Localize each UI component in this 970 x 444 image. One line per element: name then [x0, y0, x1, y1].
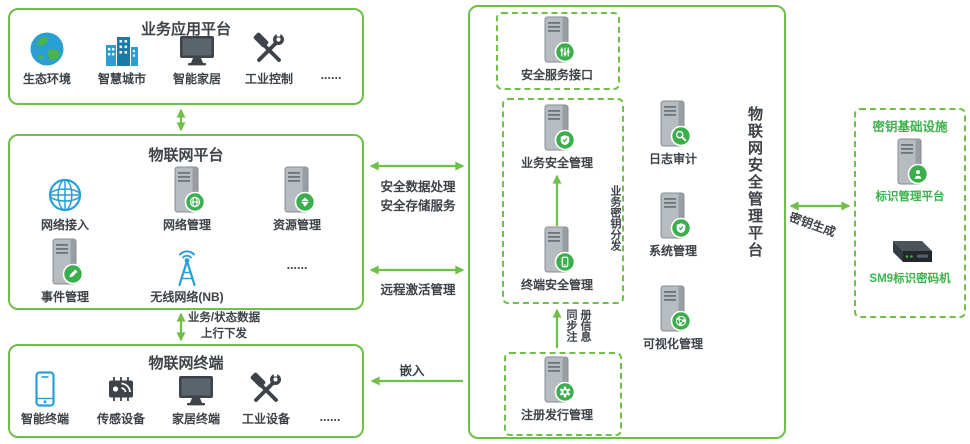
- business-platform-title: 业务应用平台: [140, 21, 231, 38]
- item-label: 网络管理: [162, 218, 211, 232]
- antenna-nb-icon: [178, 250, 196, 286]
- label-secure-data-line1: 安全数据处理: [380, 180, 456, 194]
- item-sensor-device: 传感设备: [79, 370, 163, 427]
- eco-globe-icon: [30, 32, 64, 66]
- item-network-management: 网络管理: [145, 166, 229, 233]
- label-secure-data: 安全数据处理 安全存储服务: [368, 178, 468, 217]
- server-resource-icon: [284, 166, 316, 213]
- server-event-icon: [52, 238, 84, 285]
- item-smart-home: 智能家居: [155, 30, 239, 87]
- security-platform-vertical-title: 物联网安全管理平台: [746, 106, 763, 259]
- item-wireless-network-nb: 无线网络(NB): [145, 248, 229, 305]
- item-label: SM9标识密码机: [869, 273, 951, 285]
- item-label: 资源管理: [272, 218, 321, 232]
- industrial-equipment-icon: [250, 372, 281, 402]
- city-buildings-icon: [106, 37, 138, 66]
- server-register-icon: [544, 356, 576, 403]
- item-service-interface: 安全服务接口: [515, 16, 599, 83]
- industrial-tools-icon: [253, 32, 284, 62]
- item-smart-city: 智慧城市: [80, 30, 164, 87]
- item-label: 终端安全管理: [520, 278, 593, 292]
- item-label: 智能家居: [172, 72, 221, 86]
- sensor-chip-icon: [109, 377, 133, 401]
- label-app-more: ......: [320, 68, 342, 82]
- smart-home-tv-icon: [180, 36, 214, 66]
- security-platform-box: [468, 5, 786, 439]
- item-network-access: 网络接入: [23, 176, 107, 233]
- label-terminal-more: ......: [319, 410, 341, 424]
- label-embed: 嵌入: [399, 364, 425, 378]
- item-label: 无线网络(NB): [150, 290, 224, 304]
- security-core-dashed-box: [502, 98, 624, 304]
- label-biz-status: 业务/状态数据: [187, 312, 261, 324]
- label-key-generation: 密钥生成: [787, 209, 838, 240]
- item-visualization-management: 可视化管理: [631, 285, 715, 352]
- server-visualization-icon: [660, 285, 692, 332]
- item-log-audit: 日志审计: [631, 100, 715, 167]
- item-label: 业务安全管理: [520, 156, 593, 170]
- server-system-icon: [660, 192, 692, 239]
- label-remote-activation: 远程激活管理: [380, 283, 456, 297]
- item-label: 事件管理: [40, 290, 89, 304]
- label-sync-register: 同步注册信息: [565, 309, 591, 342]
- label-updown-line2: 上行下发: [201, 327, 247, 340]
- key-infrastructure-box: 密钥基础设施: [854, 108, 966, 318]
- item-label: 系统管理: [648, 244, 697, 258]
- item-label: 传感设备: [96, 412, 145, 426]
- item-label: 家居终端: [171, 412, 220, 426]
- item-eco-environment: 生态环境: [5, 30, 89, 87]
- item-terminal-security: 终端安全管理: [515, 226, 599, 293]
- label-updown: 业务/状态数据 上行下发: [186, 311, 262, 342]
- register-dashed-box: [504, 352, 622, 436]
- item-label: 智能终端: [20, 412, 69, 426]
- item-industrial-control: 工业控制: [227, 30, 311, 87]
- item-label: 标识管理平台: [875, 191, 945, 203]
- item-industrial-equipment: 工业设备: [224, 370, 308, 427]
- item-register-management: 注册发行管理: [515, 356, 599, 423]
- item-label: 日志审计: [648, 152, 697, 166]
- item-event-management: 事件管理: [23, 238, 107, 305]
- item-home-terminal: 家居终端: [154, 370, 238, 427]
- item-identity-platform: 标识管理平台: [868, 138, 952, 204]
- home-tv-icon: [179, 376, 213, 406]
- label-business-key: 业务密钥分发: [609, 185, 621, 251]
- business-platform-box: 业务应用平台: [8, 8, 364, 105]
- item-label: 可视化管理: [642, 337, 703, 351]
- label-iot-more: ......: [286, 258, 308, 272]
- item-label: 生态环境: [22, 72, 71, 86]
- label-secure-storage-line2: 安全存储服务: [380, 199, 456, 214]
- server-terminal-security-icon: [544, 226, 576, 273]
- server-network-icon: [174, 166, 206, 213]
- item-sm9-machine: SM9标识密码机: [868, 228, 952, 286]
- key-infrastructure-title: 密钥基础设施: [872, 120, 948, 134]
- item-label: 安全服务接口: [520, 68, 593, 82]
- item-smart-terminal: 智能终端: [3, 370, 87, 427]
- item-label: 工业控制: [244, 72, 293, 86]
- network-globe-icon: [48, 178, 82, 212]
- item-label: 网络接入: [40, 218, 89, 232]
- server-log-audit-icon: [660, 100, 692, 147]
- item-label: 注册发行管理: [520, 408, 593, 422]
- item-business-security: 业务安全管理: [515, 104, 599, 171]
- iot-terminal-title: 物联网终端: [148, 355, 224, 372]
- item-label: 智慧城市: [97, 72, 146, 86]
- iot-platform-title: 物联网平台: [148, 147, 224, 164]
- server-business-security-icon: [544, 104, 576, 151]
- server-identity-icon: [897, 138, 929, 185]
- sm9-crypto-machine-icon: [893, 241, 932, 262]
- service-interface-dashed-box: [496, 12, 620, 90]
- item-label: 工业设备: [241, 412, 290, 426]
- item-resource-management: 资源管理: [255, 166, 339, 233]
- server-service-interface-icon: [544, 16, 576, 63]
- smartphone-icon: [35, 371, 55, 407]
- item-system-management: 系统管理: [631, 192, 715, 259]
